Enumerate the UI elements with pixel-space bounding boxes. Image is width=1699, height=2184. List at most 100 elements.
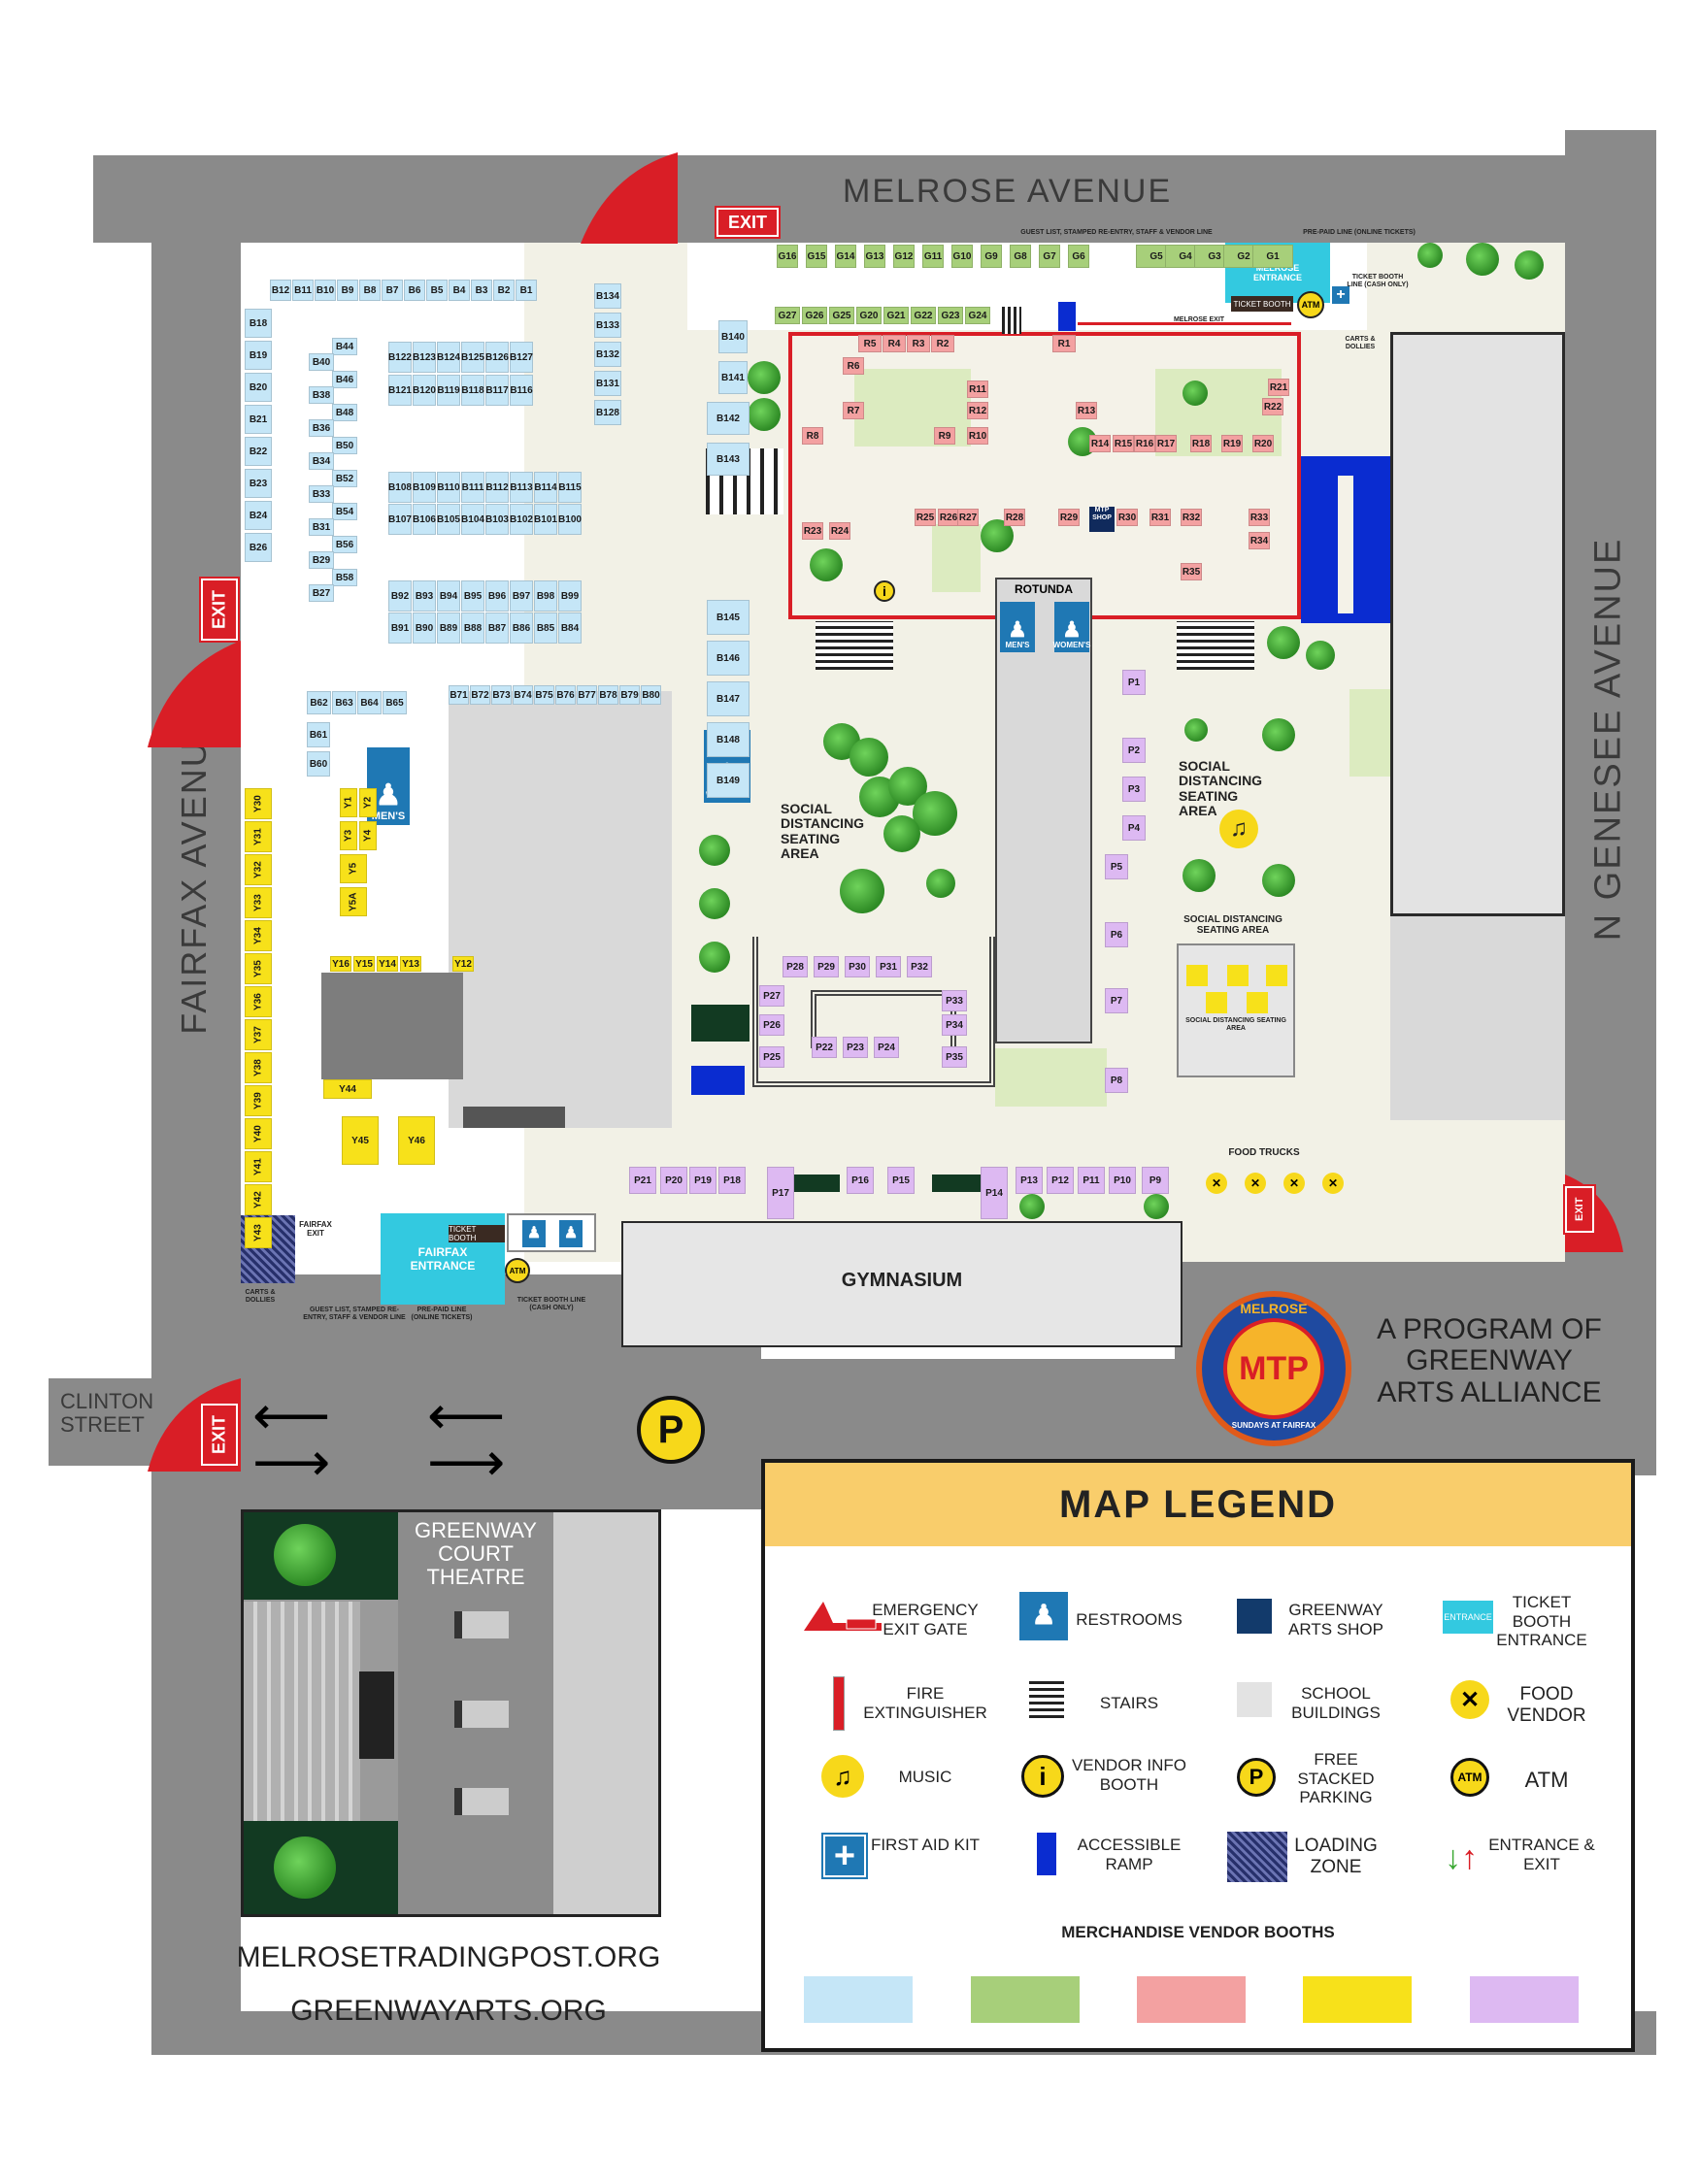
vendor-booth[interactable]: B22	[245, 437, 272, 466]
vendor-booth[interactable]: B75	[534, 685, 554, 705]
vendor-booth[interactable]: P21	[629, 1167, 656, 1194]
vendor-booth[interactable]: G24	[965, 307, 990, 324]
vendor-booth[interactable]: R8	[802, 427, 823, 445]
vendor-booth[interactable]: P8	[1105, 1068, 1128, 1093]
vendor-booth[interactable]: B92	[388, 580, 412, 612]
vendor-booth[interactable]: B54	[332, 503, 357, 520]
vendor-booth[interactable]: B20	[245, 373, 272, 402]
food-vendor-icon[interactable]: ✕	[1245, 1173, 1266, 1194]
food-vendor-icon[interactable]: ✕	[1322, 1173, 1344, 1194]
vendor-booth[interactable]: R9	[934, 427, 955, 445]
vendor-booth[interactable]: R34	[1249, 532, 1270, 549]
vendor-booth[interactable]: B11	[292, 280, 314, 301]
vendor-booth[interactable]: B7	[382, 280, 403, 301]
vendor-booth[interactable]: Y37	[245, 1019, 272, 1050]
vendor-booth[interactable]: G9	[981, 245, 1002, 268]
vendor-booth[interactable]: B62	[307, 691, 331, 714]
vendor-booth[interactable]: P17	[767, 1167, 794, 1219]
vendor-booth[interactable]: R15	[1113, 435, 1134, 452]
vendor-booth[interactable]: B24	[245, 501, 272, 530]
vendor-booth[interactable]: G16	[777, 245, 798, 268]
vendor-booth[interactable]: Y38	[245, 1052, 272, 1083]
vendor-booth[interactable]: Y45	[342, 1116, 379, 1165]
vendor-booth[interactable]: P18	[718, 1167, 746, 1194]
vendor-booth[interactable]: P31	[876, 956, 901, 977]
vendor-booth[interactable]: G27	[775, 307, 800, 324]
vendor-booth[interactable]: B99	[558, 580, 582, 612]
vendor-booth[interactable]: R11	[967, 381, 988, 398]
vendor-booth[interactable]: B142	[707, 402, 750, 435]
vendor-booth[interactable]: B131	[594, 371, 621, 396]
vendor-booth[interactable]: G12	[893, 245, 915, 268]
vendor-booth[interactable]: G11	[922, 245, 944, 268]
vendor-booth[interactable]: B10	[315, 280, 336, 301]
vendor-booth[interactable]: B34	[309, 452, 334, 470]
vendor-booth[interactable]: B9	[337, 280, 358, 301]
vendor-booth[interactable]: B3	[471, 280, 492, 301]
vendor-booth[interactable]: B61	[307, 722, 330, 747]
vendor-booth[interactable]: Y36	[245, 986, 272, 1017]
vendor-booth[interactable]: Y14	[377, 956, 398, 972]
vendor-booth[interactable]: B4	[449, 280, 470, 301]
vendor-booth[interactable]: Y42	[245, 1184, 272, 1215]
vendor-booth[interactable]: B97	[510, 580, 533, 612]
vendor-booth[interactable]: B107	[388, 504, 412, 535]
vendor-booth[interactable]: B123	[413, 342, 436, 373]
vendor-booth[interactable]: P16	[847, 1167, 874, 1194]
vendor-booth[interactable]: B143	[707, 443, 750, 476]
vendor-booth[interactable]: B104	[461, 504, 484, 535]
vendor-booth[interactable]: Y43	[245, 1217, 272, 1248]
vendor-booth[interactable]: Y39	[245, 1085, 272, 1116]
vendor-booth[interactable]: G1	[1252, 245, 1293, 268]
vendor-booth[interactable]: R19	[1221, 435, 1243, 452]
vendor-booth[interactable]: B132	[594, 342, 621, 367]
vendor-booth[interactable]: P1	[1122, 670, 1146, 695]
vendor-booth[interactable]: B121	[388, 375, 412, 406]
vendor-booth[interactable]: B119	[437, 375, 460, 406]
parking-icon[interactable]: P	[637, 1396, 705, 1464]
vendor-booth[interactable]: Y2	[359, 788, 377, 817]
vendor-booth[interactable]: B1	[516, 280, 537, 301]
vendor-booth[interactable]: Y46	[398, 1116, 435, 1165]
vendor-booth[interactable]: P30	[845, 956, 870, 977]
vendor-booth[interactable]: B109	[413, 472, 436, 503]
vendor-booth[interactable]: P19	[689, 1167, 716, 1194]
vendor-booth[interactable]: R20	[1252, 435, 1274, 452]
vendor-booth[interactable]: B46	[332, 371, 357, 388]
vendor-booth[interactable]: B60	[307, 751, 330, 777]
vendor-booth[interactable]: B19	[245, 341, 272, 370]
vendor-booth[interactable]: P32	[907, 956, 932, 977]
vendor-booth[interactable]: Y1	[340, 788, 357, 817]
vendor-booth[interactable]: P4	[1122, 815, 1146, 841]
vendor-booth[interactable]: P23	[843, 1037, 868, 1058]
vendor-booth[interactable]: B38	[309, 386, 334, 404]
vendor-booth[interactable]: B112	[485, 472, 509, 503]
vendor-booth[interactable]: P27	[759, 985, 784, 1007]
vendor-booth[interactable]: Y5	[340, 854, 367, 883]
vendor-booth[interactable]: B122	[388, 342, 412, 373]
vendor-booth[interactable]: B26	[245, 533, 272, 562]
vendor-booth[interactable]: B44	[332, 338, 357, 355]
vendor-booth[interactable]: R29	[1058, 509, 1080, 526]
vendor-booth[interactable]: P22	[812, 1037, 837, 1058]
vendor-booth[interactable]: B116	[510, 375, 533, 406]
vendor-booth[interactable]: R1	[1052, 335, 1076, 352]
vendor-booth[interactable]: Y33	[245, 887, 272, 918]
vendor-booth[interactable]: Y30	[245, 788, 272, 819]
vendor-booth[interactable]: B141	[718, 361, 748, 394]
vendor-booth[interactable]: B50	[332, 437, 357, 454]
vendor-booth[interactable]: B65	[383, 691, 407, 714]
vendor-booth[interactable]: B120	[413, 375, 436, 406]
vendor-booth[interactable]: B95	[461, 580, 484, 612]
vendor-booth[interactable]: B91	[388, 612, 412, 644]
vendor-booth[interactable]: P25	[759, 1046, 784, 1068]
vendor-booth[interactable]: B23	[245, 469, 272, 498]
vendor-booth[interactable]: Y35	[245, 953, 272, 984]
vendor-booth[interactable]: B113	[510, 472, 533, 503]
food-vendor-icon[interactable]: ✕	[1283, 1173, 1305, 1194]
vendor-booth[interactable]: G21	[883, 307, 909, 324]
vendor-booth[interactable]: G26	[802, 307, 827, 324]
vendor-booth[interactable]: B128	[594, 400, 621, 425]
vendor-booth[interactable]: Y3	[340, 821, 357, 850]
vendor-booth[interactable]: B33	[309, 485, 334, 503]
